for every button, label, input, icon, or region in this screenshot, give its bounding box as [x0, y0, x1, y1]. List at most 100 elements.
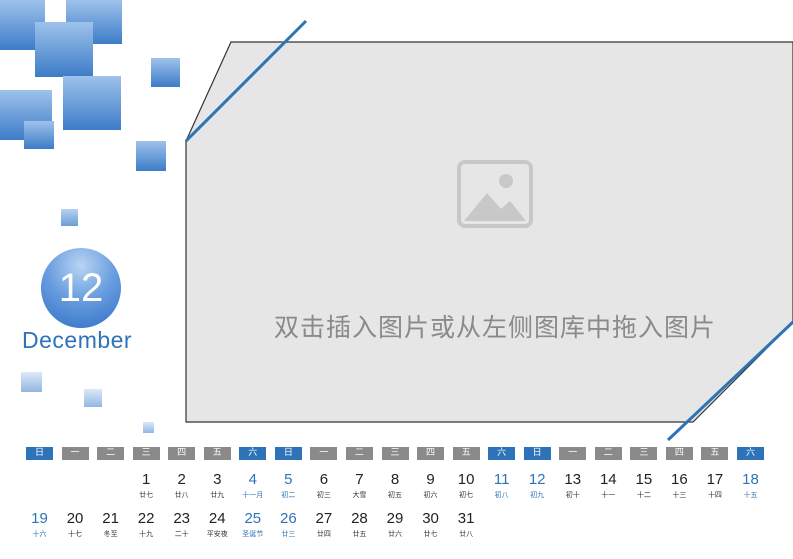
weekday-label: 六 [737, 447, 764, 460]
weekday-label: 六 [239, 447, 267, 460]
weekday-label: 日 [26, 447, 53, 460]
lunar-date-label: 十一月 [242, 491, 264, 499]
lunar-date-label: 初五 [388, 491, 402, 499]
day-number: 27 [315, 510, 333, 527]
lunar-date-label: 廿八 [459, 530, 474, 538]
calendar-day[interactable]: 2 廿八 [162, 472, 202, 500]
decor-square [136, 141, 166, 171]
lunar-date-label: 大雪 [352, 491, 367, 499]
lunar-date-label: 廿五 [352, 530, 367, 538]
weekday-label: 四 [665, 447, 693, 460]
decor-square [61, 209, 78, 226]
lunar-date-label: 十六 [32, 530, 47, 538]
decor-square [24, 121, 54, 149]
month-name: December [22, 327, 133, 353]
weekday-label: 二 [594, 447, 622, 460]
day-number: 8 [390, 471, 400, 488]
decor-square [21, 372, 42, 392]
lunar-date-label: 初七 [459, 491, 474, 499]
weekday-label: 二 [345, 447, 373, 460]
lunar-date-label: 初九 [530, 491, 545, 499]
lunar-date-label: 圣诞节 [242, 530, 264, 538]
weekday-label: 三 [132, 447, 160, 460]
weekday-label: 五 [452, 447, 480, 460]
calendar-day[interactable]: 19 十六 [20, 511, 60, 539]
day-number: 18 [742, 471, 759, 488]
day-number: 25 [244, 510, 262, 527]
lunar-date-label: 十一 [601, 491, 616, 499]
lunar-date-label: 冬至 [103, 530, 118, 538]
day-number: 9 [426, 471, 435, 488]
day-number: 2 [177, 471, 186, 488]
day-number: 30 [422, 510, 439, 527]
lunar-date-label: 十七 [68, 530, 83, 538]
weekday-label: 一 [559, 447, 587, 460]
lunar-date-label: 十二 [636, 491, 651, 499]
lunar-date-label: 十三 [672, 491, 687, 499]
day-number: 17 [706, 471, 724, 488]
lunar-date-label: 廿六 [388, 530, 402, 538]
day-number: 5 [284, 471, 293, 488]
calendar-day[interactable]: 25 圣诞节 [233, 511, 273, 539]
weekday-label: 三 [630, 447, 658, 460]
day-number: 10 [457, 471, 475, 488]
calendar-day[interactable]: 10 初七 [446, 472, 486, 500]
calendar-day[interactable]: 30 廿七 [411, 511, 451, 539]
month-number-badge: 12 [41, 248, 121, 328]
day-number: 16 [671, 471, 688, 488]
day-number: 13 [564, 471, 582, 488]
lunar-date-label: 廿七 [423, 530, 438, 538]
weekday-label: 二 [97, 447, 125, 460]
calendar-day[interactable]: 22 十九 [126, 511, 166, 539]
day-number: 21 [102, 510, 119, 527]
day-number: 19 [31, 510, 48, 527]
calendar-day[interactable]: 28 廿五 [339, 511, 379, 539]
weekday-label: 四 [417, 447, 445, 460]
day-number: 11 [493, 471, 510, 488]
day-number: 22 [137, 510, 155, 527]
calendar-day[interactable]: 5 初二 [268, 472, 308, 500]
day-number: 28 [351, 510, 368, 527]
weekday-label: 日 [274, 447, 302, 460]
lunar-date-label: 廿七 [139, 491, 154, 499]
calendar-day[interactable]: 15 十二 [624, 472, 664, 500]
calendar-day[interactable]: 11 初八 [482, 472, 522, 500]
weekday-label: 三 [381, 447, 409, 460]
calendar-day[interactable]: 29 廿六 [375, 511, 415, 539]
calendar-day[interactable]: 21 冬至 [91, 511, 131, 539]
lunar-date-label: 初八 [494, 491, 509, 499]
day-number: 24 [208, 510, 226, 527]
lunar-date-label: 廿三 [281, 530, 296, 538]
lunar-date-label: 廿八 [174, 491, 189, 499]
weekday-label: 五 [203, 447, 231, 460]
lunar-date-label: 十九 [139, 530, 154, 538]
weekday-label: 四 [168, 447, 196, 460]
calendar-day[interactable]: 16 十三 [659, 472, 699, 500]
lunar-date-label: 初二 [281, 491, 296, 499]
day-number: 29 [386, 510, 404, 527]
calendar-day[interactable]: 8 初五 [375, 472, 415, 500]
weekday-label: 五 [701, 447, 729, 460]
day-number: 3 [213, 471, 222, 488]
weekday-label: 一 [61, 447, 89, 460]
decor-square [151, 58, 180, 87]
day-number: 15 [635, 471, 653, 488]
